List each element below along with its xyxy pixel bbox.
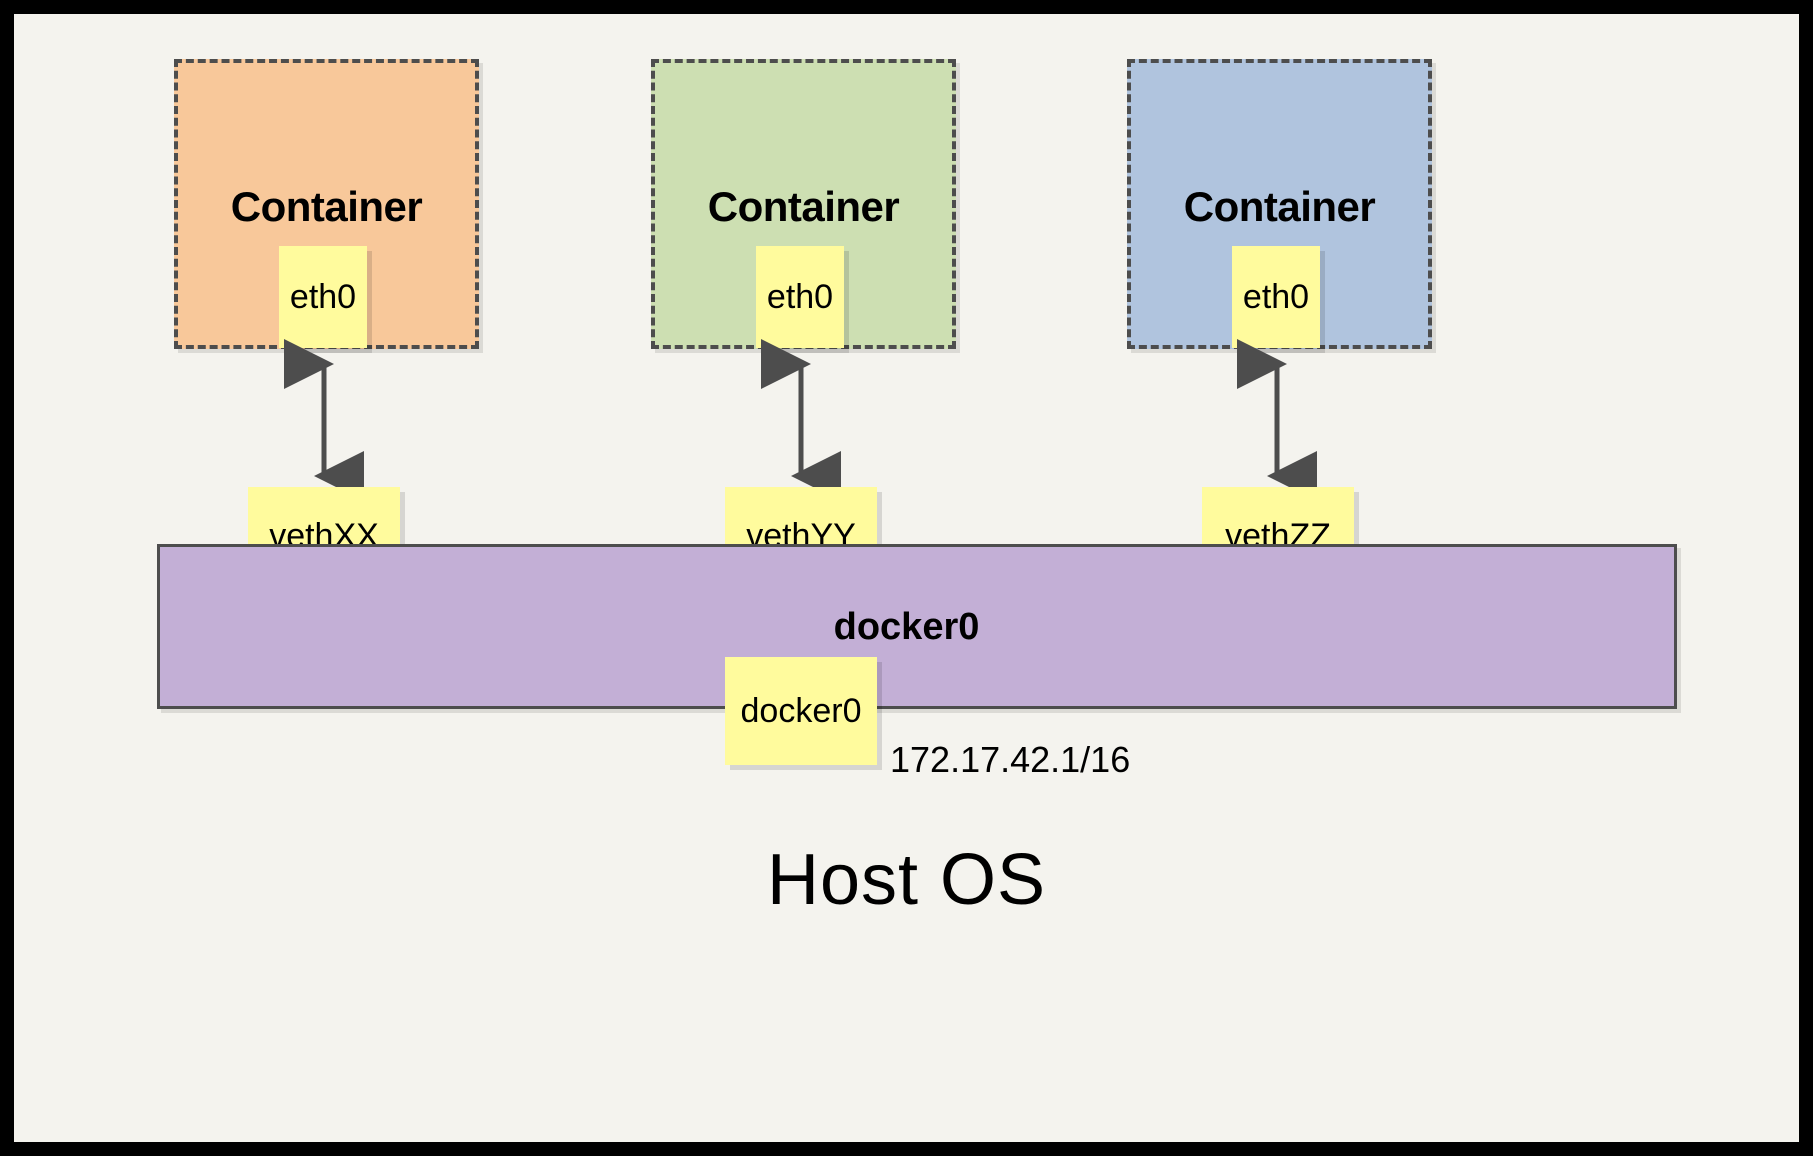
eth0-box-2: eth0	[756, 246, 844, 348]
container-title-3: Container	[1183, 183, 1376, 230]
eth0-box-1: eth0	[279, 246, 367, 348]
docker0-bridge-label: docker0	[833, 606, 980, 648]
eth0-box-3: eth0	[1232, 246, 1320, 348]
docker0-ip-label: 172.17.42.1/16	[890, 739, 1131, 780]
container-title-1: Container	[230, 183, 423, 230]
container-title-2: Container	[707, 183, 900, 230]
host-os-label: Host OS	[766, 840, 1047, 920]
link-arrow-2	[761, 339, 841, 501]
link-arrow-3	[1237, 339, 1317, 501]
link-arrow-1	[284, 339, 364, 501]
docker0-bridge-bar	[157, 544, 1677, 709]
docker0-interface-box: docker0	[725, 657, 877, 765]
